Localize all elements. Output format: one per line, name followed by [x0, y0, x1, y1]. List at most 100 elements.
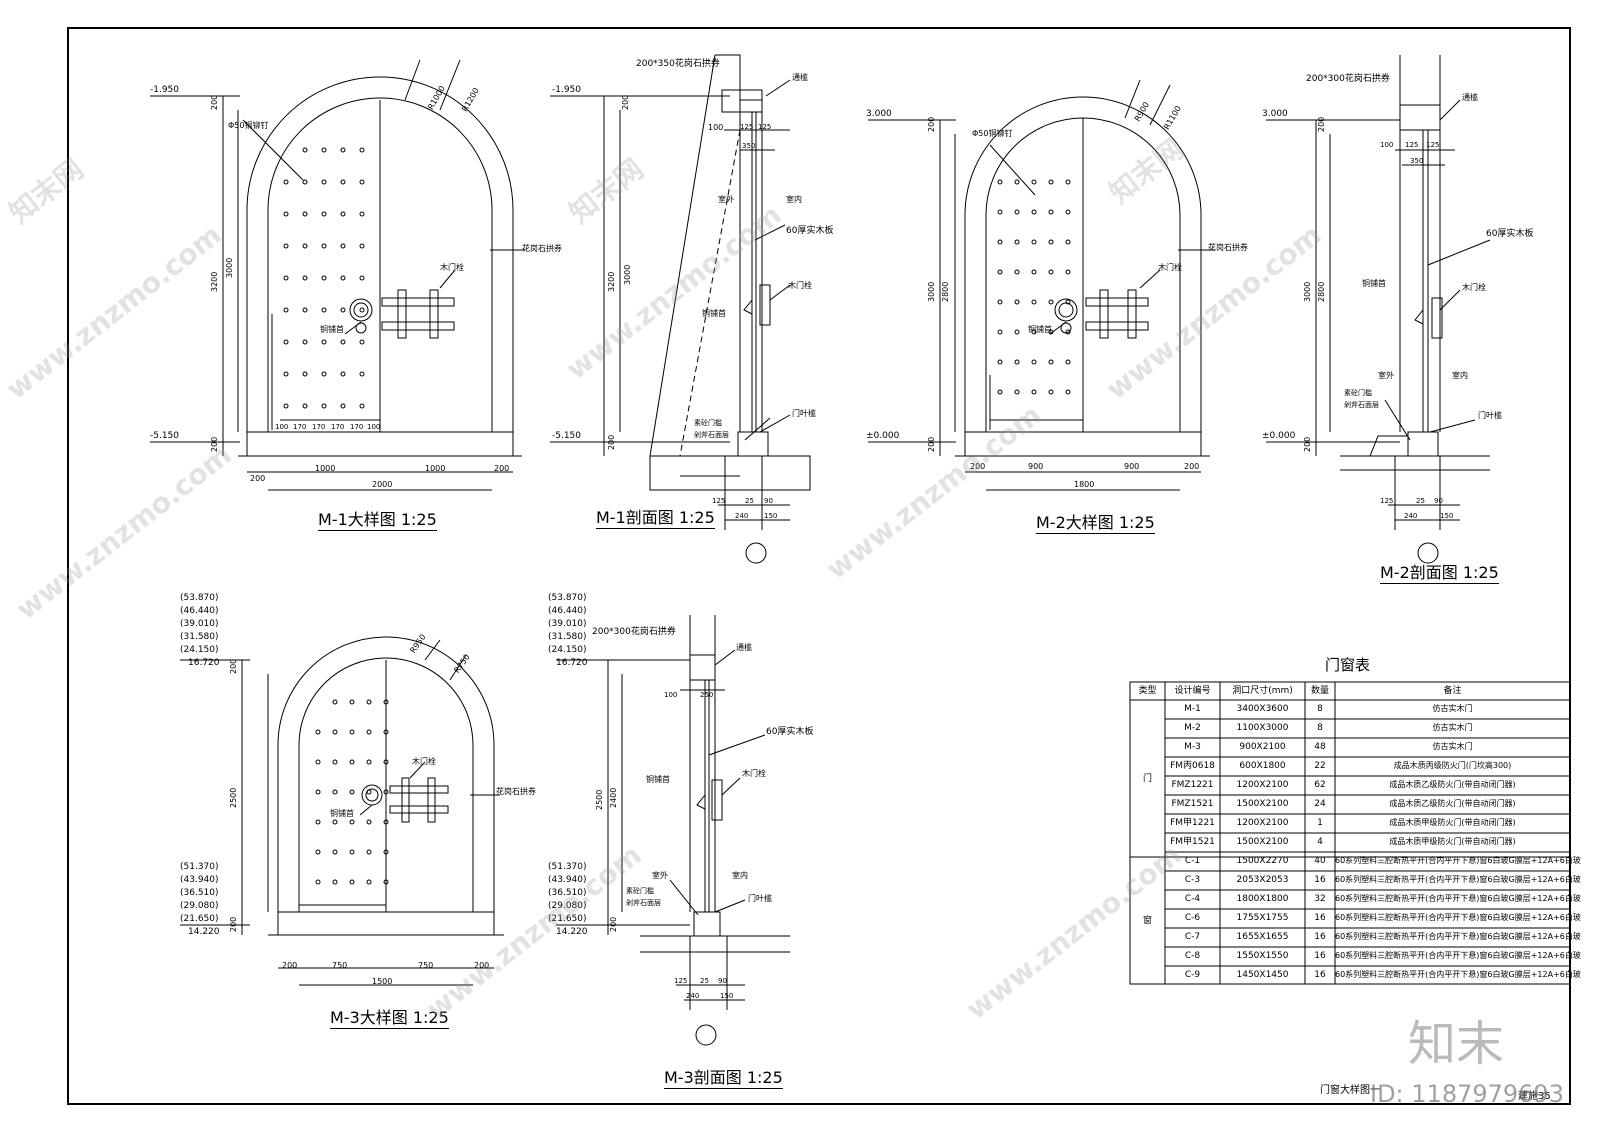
rivet — [1031, 239, 1037, 245]
rivet — [366, 759, 372, 765]
table-cell: C-6 — [1184, 913, 1201, 923]
table-cell: 成品木质甲级防火门(带自动闭门器) — [1389, 818, 1516, 827]
table-cell: 24 — [1314, 799, 1326, 809]
table-cell: C-8 — [1184, 951, 1201, 961]
m1s-dim-125b: 125 — [758, 123, 772, 131]
rivet — [997, 269, 1003, 275]
rivet — [315, 849, 321, 855]
rivet — [1065, 299, 1071, 305]
table-cell: 成品木质乙级防火门(带自动闭门器) — [1389, 780, 1516, 789]
m2s-in-label: 室内 — [1452, 371, 1468, 380]
rivet — [349, 879, 355, 885]
m3s-dim-2500: 2500 — [595, 789, 604, 810]
rivet — [1014, 209, 1020, 215]
m2s-lintel-label: 200*300花岗石拱券 — [1306, 74, 1390, 84]
table-title: 门窗表 — [1325, 656, 1371, 674]
table-cell: M-3 — [1184, 742, 1201, 752]
m1s-lintel-label: 200*350花岗石拱券 — [636, 59, 720, 69]
m3s-level-t3: (31.580) — [548, 632, 587, 642]
rivet — [997, 359, 1003, 365]
m3-dim-b0: 200 — [282, 961, 298, 970]
m3s-stop-label: 门叶槛 — [748, 894, 772, 903]
m2s-sill-label: 素砼门槛 — [1344, 389, 1372, 397]
rivet — [1014, 359, 1020, 365]
m2-level-top: 3.000 — [866, 109, 892, 119]
rivet — [283, 371, 289, 377]
m3s-hinge-label: 通槛 — [736, 643, 752, 652]
table-cell: 60系列塑料三腔断热平开(合内平开下悬)窗6白玻G膜层+12A+6白玻 — [1335, 932, 1581, 941]
rivet — [997, 299, 1003, 305]
rivet — [340, 403, 346, 409]
rivet — [1014, 239, 1020, 245]
table-cell: 48 — [1314, 742, 1326, 752]
table-cell: C-1 — [1184, 856, 1201, 866]
m1-dim-b3: 200 — [494, 464, 510, 473]
rivet — [321, 403, 327, 409]
rivet — [332, 879, 338, 885]
m3s-dim-90: 90 — [718, 977, 727, 985]
brand-logo-text: 知末 — [1408, 1016, 1505, 1072]
m3s-level-t1: (46.440) — [548, 606, 587, 616]
m2-title: M-2大样图 1:25 — [1036, 513, 1155, 534]
m2s-title: M-2剖面图 1:25 — [1380, 563, 1499, 584]
m2s-dim-2800: 2800 — [1317, 281, 1326, 302]
m1-dim-s2: 170 — [312, 423, 326, 431]
m3s-dim-2400: 2400 — [609, 787, 618, 808]
rivet — [383, 879, 389, 885]
m3-elevation — [180, 636, 504, 986]
rivet — [340, 307, 346, 313]
rivet — [1065, 269, 1071, 275]
rivet — [340, 275, 346, 281]
rivet — [302, 371, 308, 377]
m1s-dim-200b: 200 — [607, 434, 616, 450]
rivet — [321, 179, 327, 185]
rivet — [349, 849, 355, 855]
table-cell: 1500X2270 — [1236, 856, 1289, 866]
m3s-out-label: 室外 — [652, 871, 668, 880]
table-cell: 1755X1755 — [1236, 913, 1289, 923]
m2s-dim-200b: 200 — [1303, 436, 1312, 452]
rivet — [359, 211, 365, 217]
m3s-bolt-label: 木门栓 — [742, 769, 766, 778]
table-cell: 60系列塑料三腔断热平开(合内平开下悬)窗6白玻G膜层+12A+6白玻 — [1335, 913, 1581, 922]
rivet — [340, 211, 346, 217]
rivet — [321, 243, 327, 249]
rivet — [1031, 209, 1037, 215]
m2-bolt-label: 木门栓 — [1158, 263, 1182, 272]
rivet — [997, 179, 1003, 185]
m3s-board-label: 60厚实木板 — [766, 727, 814, 737]
m1-bolt-label: 木门栓 — [440, 263, 464, 272]
rivet — [349, 789, 355, 795]
m3-dim-l1: 2500 — [229, 787, 238, 808]
m2-dim-b1: 900 — [1028, 462, 1044, 471]
m3-section — [556, 615, 790, 1046]
table-cell: 4 — [1317, 837, 1323, 847]
rivet — [1031, 299, 1037, 305]
rivet — [359, 243, 365, 249]
rivet — [1065, 239, 1071, 245]
door-window-table — [1129, 681, 1571, 985]
m3s-dim-250: 250 — [700, 691, 714, 699]
rivet — [1048, 299, 1054, 305]
m2s-dim-150: 150 — [1440, 512, 1454, 520]
rivet — [349, 759, 355, 765]
m3-title: M-3大样图 1:25 — [330, 1008, 449, 1029]
rivet — [302, 275, 308, 281]
rivet — [340, 339, 346, 345]
table-header-qty: 数量 — [1310, 686, 1329, 696]
m1s-dim-3000: 3000 — [623, 264, 632, 285]
rivet — [283, 275, 289, 281]
m3-dim-b1: 750 — [332, 961, 348, 970]
m2-dim-l3: 200 — [927, 436, 936, 452]
table-cell: 8 — [1317, 723, 1323, 733]
m1s-dim-25: 25 — [745, 497, 754, 505]
m1s-dim-200: 200 — [621, 94, 630, 110]
m1-dim-s4: 170 — [350, 423, 364, 431]
rivet — [1014, 329, 1020, 335]
rivet — [332, 699, 338, 705]
m1s-level-top: -1.950 — [552, 85, 582, 95]
rivet — [366, 819, 372, 825]
m2s-dim-200: 200 — [1317, 116, 1326, 132]
m3-dim-b4: 1500 — [372, 977, 393, 986]
table-cell: 1500X2100 — [1236, 837, 1289, 847]
